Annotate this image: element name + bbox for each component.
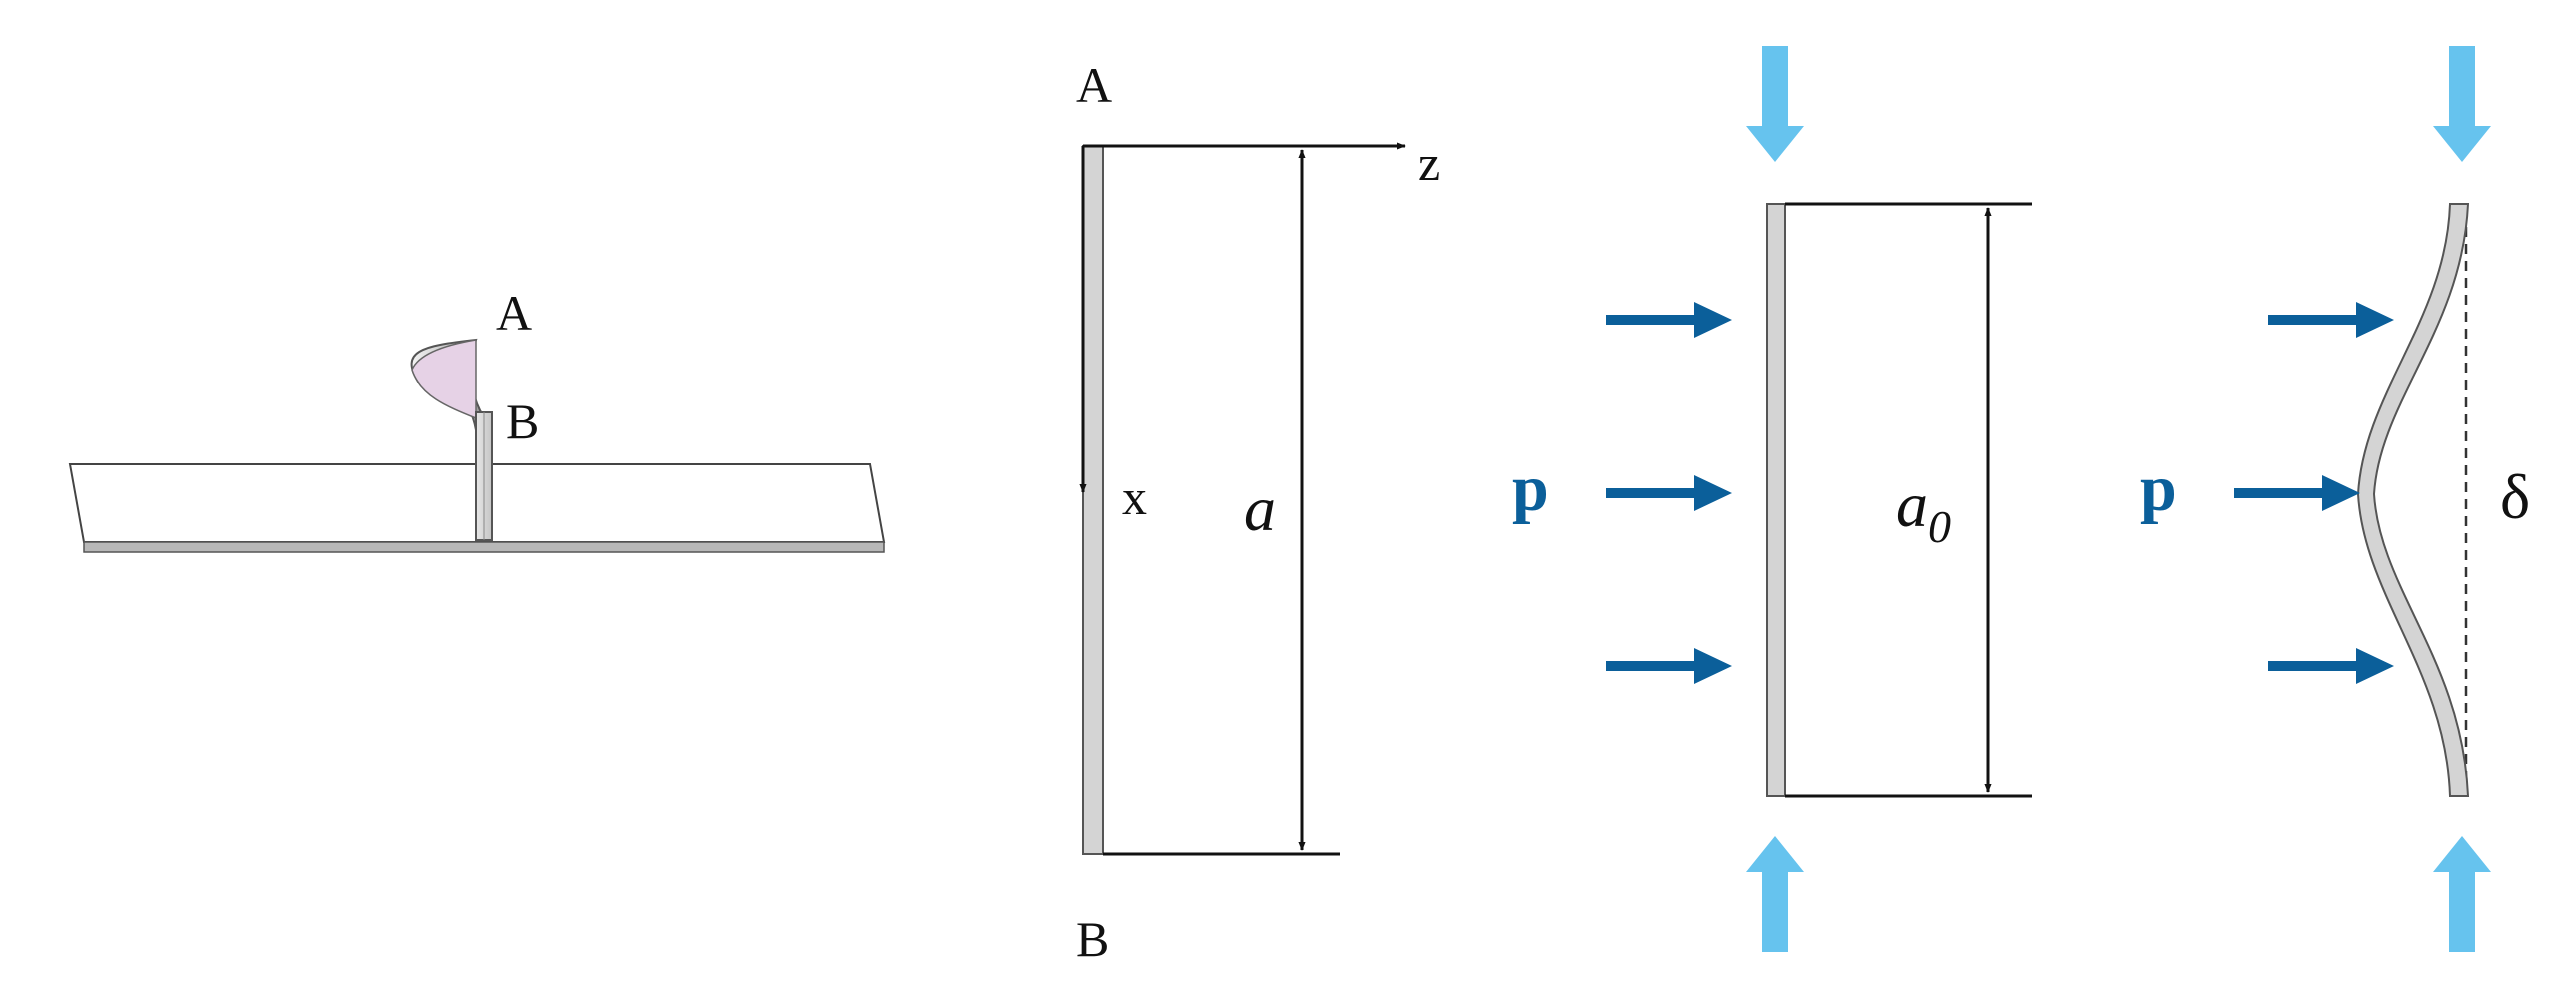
- pressure-arrow-3-straight: [1606, 648, 1732, 684]
- pressure-arrow-1-straight: [1606, 302, 1732, 338]
- label-point-b: B: [1076, 911, 1109, 967]
- pressure-arrow-3-deflected: [2268, 648, 2394, 684]
- strip-coordinates: [1082, 145, 1104, 855]
- pressure-label-deflected: p: [2140, 452, 2177, 525]
- panel-coordinates: A B z x a: [1076, 57, 1440, 967]
- dimension-label-a0-subscript: 0: [1928, 501, 1951, 552]
- pressure-label-straight: p: [1512, 452, 1549, 525]
- z-axis-label: z: [1418, 135, 1440, 191]
- base-plate-front: [83, 541, 885, 553]
- axial-arrow-bottom-straight: [1746, 836, 1804, 952]
- panel-perspective: A B: [68, 285, 886, 553]
- axial-arrow-top-straight: [1746, 46, 1804, 162]
- label-point-a: A: [1076, 57, 1112, 113]
- axial-arrow-top-deflected: [2433, 46, 2491, 162]
- deflected-strip: [2356, 203, 2470, 797]
- label-point-b-perspective: B: [506, 393, 539, 449]
- axial-arrow-bottom-deflected: [2433, 836, 2491, 952]
- pressure-arrow-1-deflected: [2268, 302, 2394, 338]
- panel-straight: a0 p: [1512, 46, 2032, 952]
- label-point-a-perspective: A: [496, 285, 532, 341]
- dimension-label-a: a: [1244, 473, 1276, 544]
- pressure-arrow-2-deflected: [2234, 475, 2360, 511]
- panel-deflected: p δ: [2140, 46, 2530, 952]
- x-axis-label: x: [1122, 469, 1147, 525]
- pressure-arrow-2-straight: [1606, 475, 1732, 511]
- strip-straight: [1766, 203, 1786, 797]
- curled-strip-inner: [411, 339, 477, 420]
- dimension-label-a0: a0: [1896, 469, 1951, 552]
- deflection-label: δ: [2500, 461, 2530, 532]
- dimension-label-a0-main: a: [1896, 469, 1928, 540]
